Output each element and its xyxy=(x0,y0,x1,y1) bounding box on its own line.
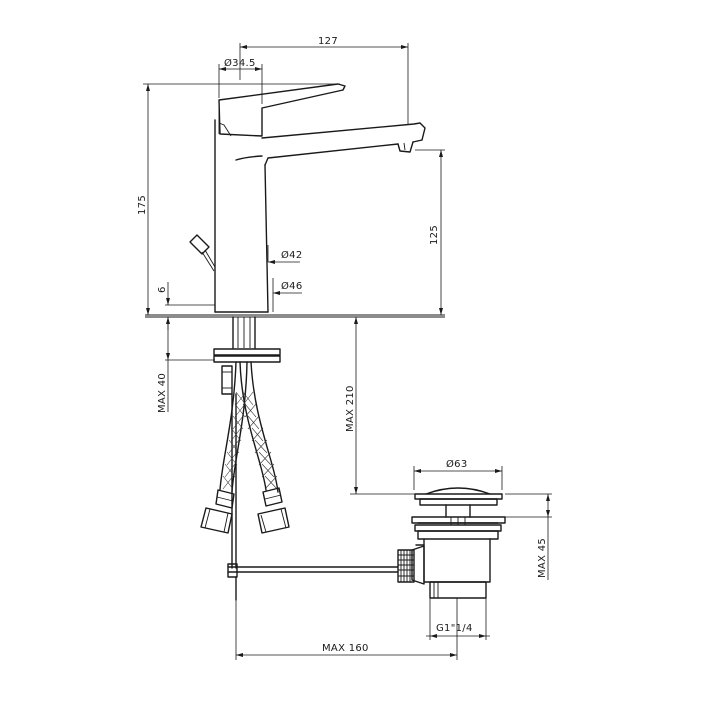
label-max-45: MAX 45 xyxy=(537,538,548,578)
dimension-6: 6 xyxy=(157,282,215,330)
label-waste-thread: G1"1/4 xyxy=(436,623,473,634)
dimension-waste-thread: G1"1/4 xyxy=(426,598,490,640)
dimension-max-160: MAX 160 xyxy=(235,598,458,660)
label-body-diameter-base: Ø46 xyxy=(281,280,303,292)
faucet-handle xyxy=(218,83,346,137)
under-deck-fixing xyxy=(213,316,281,569)
label-max-210: MAX 210 xyxy=(345,385,356,432)
horizontal-rod xyxy=(227,563,399,601)
dimension-max-45: MAX 45 xyxy=(505,493,552,580)
flexible-hoses xyxy=(200,361,290,534)
dimension-175: 175 xyxy=(137,83,340,315)
label-127: 127 xyxy=(318,36,338,47)
label-175: 175 xyxy=(137,195,148,215)
label-125: 125 xyxy=(429,225,440,245)
dimension-body-diameters: Ø42 Ø46 xyxy=(267,245,303,312)
label-waste-diameter: Ø63 xyxy=(446,458,468,470)
dimension-max-210: MAX 210 xyxy=(345,317,420,495)
label-6: 6 xyxy=(157,286,168,293)
label-max-40: MAX 40 xyxy=(157,373,168,413)
pop-up-knob xyxy=(189,234,216,272)
label-handle-diameter: Ø34.5 xyxy=(224,57,256,69)
dimension-handle-diameter: Ø34.5 xyxy=(218,57,263,104)
pop-up-waste: Ø63 xyxy=(397,458,506,599)
label-max-160: MAX 160 xyxy=(322,643,369,654)
dimension-125: 125 xyxy=(415,149,445,315)
dimension-127: 127 xyxy=(239,36,409,124)
label-body-diameter-upper: Ø42 xyxy=(281,249,303,261)
faucet-body xyxy=(214,119,426,313)
dimension-max-40: MAX 40 xyxy=(157,317,215,413)
